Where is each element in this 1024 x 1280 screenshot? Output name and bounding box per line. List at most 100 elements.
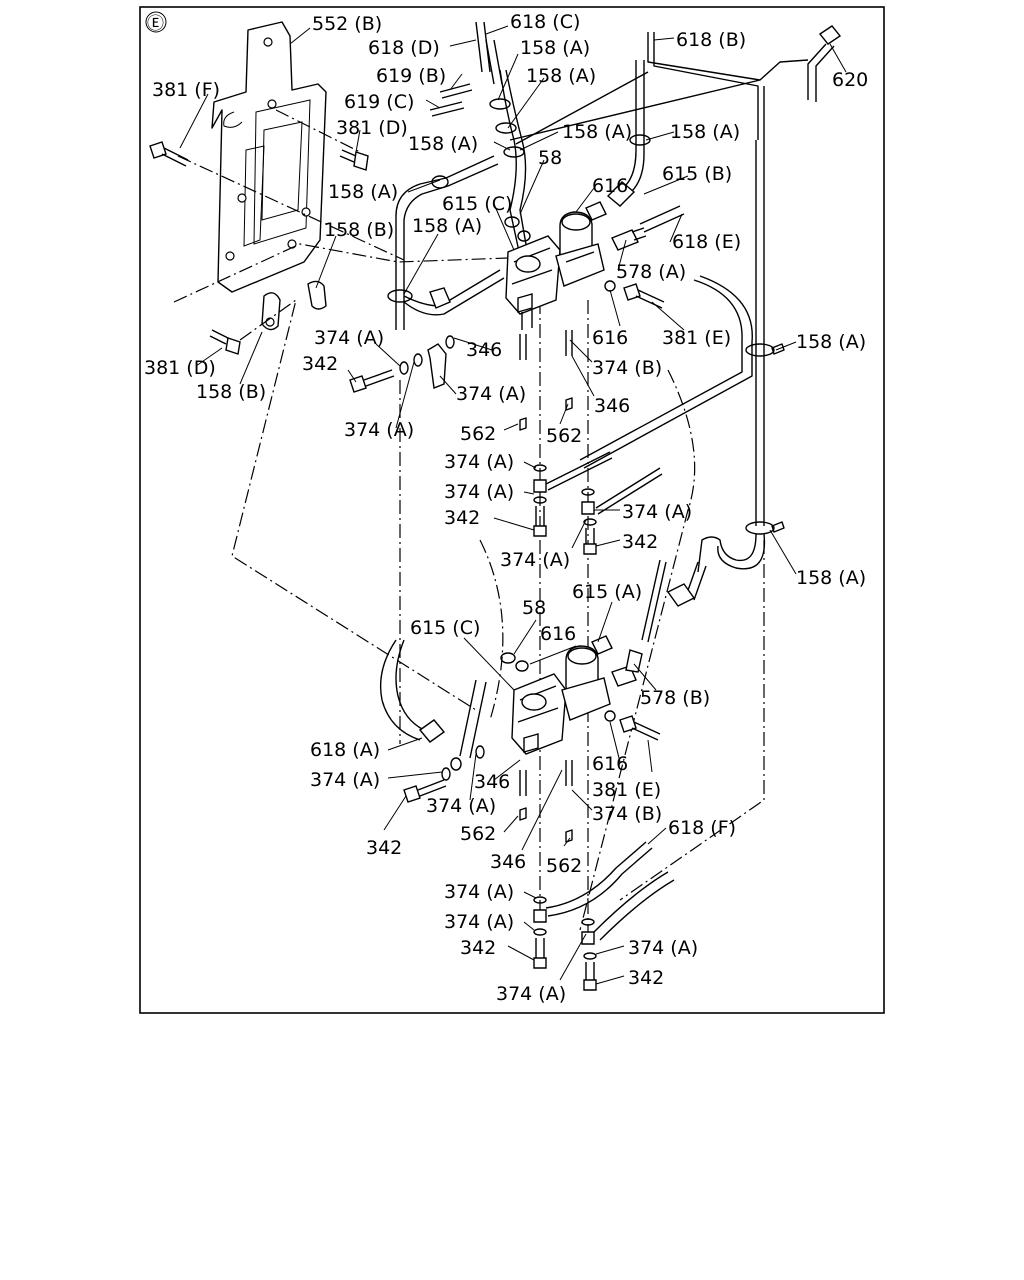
callout: 158 (A) [412, 215, 482, 237]
callout: 374 (A) [314, 327, 384, 349]
callout: 615 (B) [662, 163, 732, 185]
washer-374a-ul-3 [445, 335, 455, 349]
callout: 346 [594, 395, 630, 417]
bracket-552b [211, 21, 327, 293]
assembly-line-10 [619, 540, 765, 901]
callout: 619 (B) [376, 65, 446, 87]
tube-618a [379, 639, 425, 741]
callout: 619 (C) [344, 91, 414, 113]
bolt-342-upper-left [349, 369, 395, 393]
nut-58-upper [504, 216, 520, 228]
elbow-615b [606, 181, 636, 207]
assembly-line-4 [231, 298, 477, 711]
callout: 158 (B) [324, 219, 394, 241]
pin-346-upper-right [565, 330, 573, 356]
washer-374a-m6 [583, 518, 597, 526]
callout: 578 (A) [616, 261, 686, 283]
callout: 562 [460, 823, 496, 845]
callout-labels: 552 (B) 618 (C) 618 (D) 158 (A) 618 (B) … [144, 11, 868, 1005]
pin-346-lower-right [565, 760, 573, 786]
callout: 158 (A) [526, 65, 596, 87]
callout: 58 [522, 597, 546, 619]
washer-374a-m4 [581, 488, 595, 496]
tube-618f [545, 841, 653, 917]
pin-562-lower-left [519, 807, 527, 821]
callout: 615 (A) [572, 581, 642, 603]
tube-right-hook [697, 533, 766, 573]
fitting-left-elbow [429, 287, 451, 309]
callout: 342 [622, 531, 658, 553]
callout: 562 [546, 855, 582, 877]
callout: 58 [538, 147, 562, 169]
tube-mid-1 [545, 451, 613, 491]
washer-374a-b6 [583, 952, 597, 960]
callout: 616 [540, 623, 576, 645]
pin-619c [429, 101, 465, 117]
clamp-158a-right-lower [745, 521, 785, 535]
callout: 374 (A) [456, 383, 526, 405]
callout: 615 (C) [410, 617, 480, 639]
tube-615a-down [641, 559, 667, 643]
callout: 381 (F) [152, 79, 220, 101]
washer-616-upper [517, 230, 531, 242]
callout: 618 (D) [368, 37, 440, 59]
callout: 374 (A) [344, 419, 414, 441]
callout: 158 (A) [796, 567, 866, 589]
clamp-158a-mid [431, 175, 449, 189]
tube-right-long [755, 140, 765, 526]
callout: 158 (A) [796, 331, 866, 353]
sleeve-374a-m2 [533, 479, 547, 493]
fitting-elbow-upper [427, 343, 447, 389]
callout: 374 (A) [310, 769, 380, 791]
clamp-158b-right [307, 280, 327, 310]
sleeve-374a-m5 [581, 501, 595, 515]
callout: 374 (A) [444, 911, 514, 933]
washer-374a-b3 [533, 928, 547, 936]
callout: 342 [302, 353, 338, 375]
pin-562-upper-right [565, 397, 573, 411]
callout: 342 [444, 507, 480, 529]
pin-346-lower-left [519, 770, 527, 796]
callout: 374 (A) [496, 983, 566, 1005]
clamp-158a-center-2 [495, 122, 517, 134]
tube-618b-lower [515, 71, 649, 145]
bolt-342-bottom-right [583, 962, 597, 991]
washer-374a-b1 [533, 896, 547, 904]
clamp-158a-left [387, 289, 413, 303]
tube-center-twist [499, 69, 529, 257]
clamp-158a-615b [629, 134, 651, 146]
washer-616-lower-2 [604, 710, 616, 722]
fitting-578b [611, 649, 643, 687]
callout: 374 (B) [592, 803, 662, 825]
bolt-342-bottom-left [533, 938, 547, 969]
diagram-frame [139, 6, 885, 1014]
callout: 616 [592, 327, 628, 349]
callout: 618 (A) [310, 739, 380, 761]
pin-619b [439, 83, 473, 99]
clamp-158a-center-1 [489, 98, 511, 110]
section-marker-circle [145, 11, 167, 33]
callout: 158 (A) [408, 133, 478, 155]
callout: 342 [366, 837, 402, 859]
callout: 578 (B) [640, 687, 710, 709]
valve-615c-upper [505, 235, 561, 330]
callout: 381 (E) [662, 327, 731, 349]
nut-58-lower [500, 652, 516, 664]
washer-616-upper-2 [604, 280, 616, 292]
callout: 374 (A) [444, 881, 514, 903]
elbow-615a [666, 583, 696, 607]
callout: 381 (E) [592, 779, 661, 801]
callout: 158 (A) [328, 181, 398, 203]
washer-374a-m1 [533, 464, 547, 472]
callout: 374 (A) [426, 795, 496, 817]
callout: 618 (F) [668, 817, 736, 839]
assembly-line-3 [173, 243, 509, 303]
callout: 381 (D) [144, 357, 216, 379]
assembly-line-1 [177, 155, 405, 261]
callout: 374 (A) [444, 481, 514, 503]
callout: 374 (A) [500, 549, 570, 571]
washer-374a-ul-1 [399, 361, 409, 375]
callout: 616 [592, 175, 628, 197]
tube-left-to-valve [403, 269, 505, 316]
